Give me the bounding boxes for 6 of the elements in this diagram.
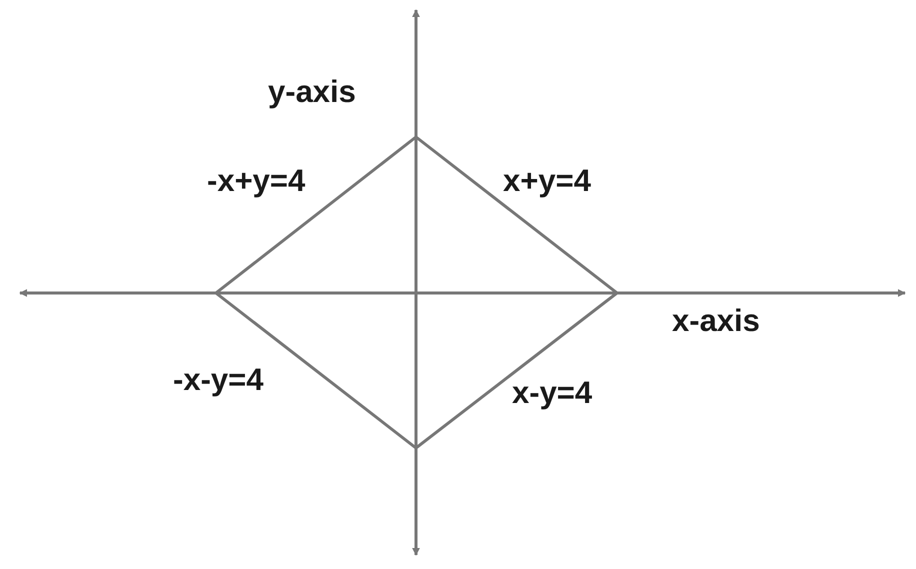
axis-label: x-axis (672, 305, 760, 336)
equation-label: x-y=4 (512, 377, 592, 408)
equation-label: -x+y=4 (207, 165, 306, 196)
axis-label: y-axis (268, 76, 356, 107)
equation-label: x+y=4 (503, 165, 591, 196)
equation-label: -x-y=4 (173, 364, 264, 395)
